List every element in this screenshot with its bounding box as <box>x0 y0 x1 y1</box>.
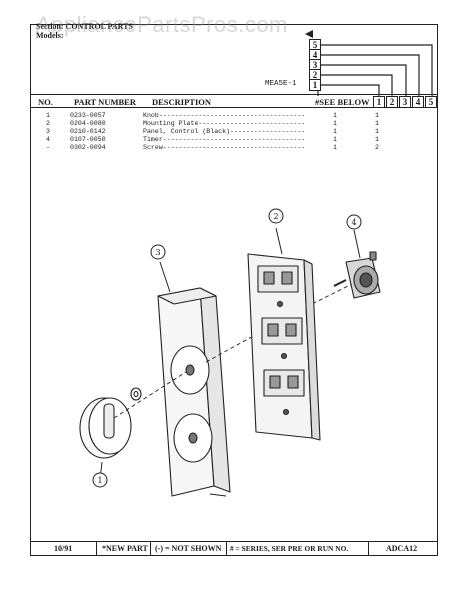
row-description: Screw-----------------------------------… <box>143 144 306 151</box>
row-series-1: 2 <box>375 144 379 151</box>
footer-sep <box>96 541 98 556</box>
series-leader-lines <box>305 30 433 96</box>
timer-part <box>333 251 381 299</box>
model-code: MEA5E-1 <box>265 80 297 88</box>
callout-circle <box>268 208 284 224</box>
row-qty: 1 <box>333 120 337 127</box>
row-qty: 1 <box>333 136 337 143</box>
row-description: Knob------------------------------------… <box>143 112 306 119</box>
series-col-header: 5 <box>425 96 437 108</box>
footer-new-part: *NEW PART <box>102 544 148 553</box>
row-series-1: 1 <box>375 128 379 135</box>
row-no: 2 <box>46 120 50 127</box>
callout-circle <box>92 472 108 488</box>
row-no: 3 <box>46 128 50 135</box>
row-no: 4 <box>46 136 50 143</box>
row-part-number: 0204-0080 <box>70 120 106 127</box>
row-part-number: 0302-0094 <box>70 144 106 151</box>
row-no: 1 <box>46 112 50 119</box>
footer-sep <box>368 541 370 556</box>
section-title: Section: CONTROL PARTS <box>36 22 133 31</box>
col-no-header: NO. <box>38 97 53 107</box>
callout-circle <box>346 214 362 230</box>
series-col-header: 1 <box>373 96 385 108</box>
row-qty: 1 <box>333 112 337 119</box>
row-part-number: 0210-0142 <box>70 128 106 135</box>
control-panel-part <box>157 287 231 497</box>
col-part-header: PART NUMBER <box>74 97 136 107</box>
row-series-1: 1 <box>375 120 379 127</box>
callout-label: 4 <box>351 218 356 227</box>
row-series-1: 1 <box>375 112 379 119</box>
knob-part <box>79 397 132 459</box>
row-description: Timer-----------------------------------… <box>143 136 306 143</box>
series-col-header: 3 <box>399 96 411 108</box>
page-frame <box>30 24 438 556</box>
callout-label: 1 <box>97 476 102 485</box>
series-box: 3 <box>309 59 321 71</box>
row-qty: 1 <box>333 128 337 135</box>
row-description: Mounting Plate--------------------------… <box>143 120 306 127</box>
row-description: Panel, Control (Black)------------------… <box>143 128 306 135</box>
col-see-below-header: #SEE BELOW <box>315 97 370 107</box>
callout-label: 2 <box>273 212 278 221</box>
mounting-plate-part <box>247 253 321 441</box>
row-series-1: 1 <box>375 136 379 143</box>
footer-sep <box>150 541 152 556</box>
models-label: Models: <box>36 31 64 40</box>
row-part-number: 0233-0057 <box>70 112 106 119</box>
footer-not-shown: (-) = NOT SHOWN <box>155 544 222 553</box>
row-no: - <box>46 144 50 151</box>
divider <box>30 541 438 543</box>
footer-code: ADCA12 <box>386 544 418 553</box>
series-col-header: 4 <box>412 96 424 108</box>
col-desc-header: DESCRIPTION <box>152 97 212 107</box>
divider <box>30 94 438 96</box>
exploded-diagram: 1 2 3 4 <box>79 208 381 497</box>
row-qty: 1 <box>333 144 337 151</box>
divider <box>30 107 438 109</box>
callout-circle <box>150 244 166 260</box>
callout-label: 3 <box>155 248 160 257</box>
washer-part <box>130 387 142 401</box>
footer-date: 10/91 <box>54 544 73 553</box>
footer-sep <box>226 541 228 556</box>
series-box: 1 <box>309 79 321 91</box>
footer-series-note: # = SERIES, SER PRE OR RUN NO. <box>230 544 349 553</box>
series-col-header: 2 <box>386 96 398 108</box>
watermark-text: AppliancePartsPros.com <box>36 12 288 37</box>
series-box: 5 <box>309 39 321 51</box>
row-part-number: 0107-0050 <box>70 136 106 143</box>
